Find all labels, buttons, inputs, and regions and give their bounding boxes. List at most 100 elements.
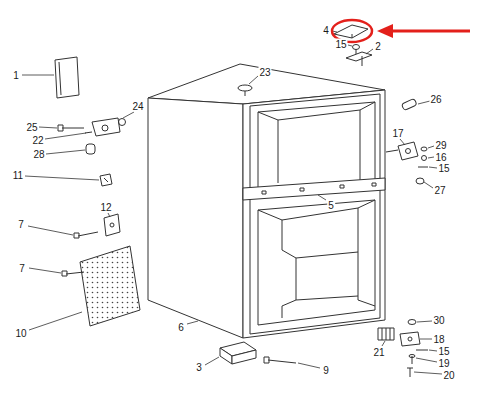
leader-line (366, 49, 373, 54)
leader-line (123, 112, 134, 118)
bracket (104, 214, 120, 236)
cylinder-plug (86, 144, 95, 154)
freezer-opening (258, 102, 375, 188)
leader-line (29, 312, 82, 330)
leader-line (416, 358, 437, 362)
top-hinge (346, 52, 372, 61)
callout-number: 18 (432, 334, 445, 345)
toe-grille-clip (390, 328, 391, 340)
bracket (104, 214, 120, 236)
leader-line (46, 150, 85, 154)
screw (418, 167, 428, 168)
cabinet-illustration (55, 25, 428, 377)
leader-line (428, 157, 434, 158)
screw (74, 233, 79, 238)
leader-line (382, 341, 385, 346)
screw (410, 368, 411, 377)
fresh-food-opening (296, 252, 358, 258)
spacer (416, 178, 424, 184)
bottom-hinge (408, 337, 412, 341)
divider-bar (262, 191, 266, 194)
center-hinge (386, 142, 418, 160)
screw (78, 232, 98, 236)
callout-number: 12 (99, 202, 112, 213)
callout-number: 15 (437, 163, 450, 174)
door-stop (401, 98, 417, 110)
callout-number: 1 (12, 70, 20, 81)
callout-number: 29 (434, 140, 447, 151)
leader-line (414, 372, 442, 374)
callout-number: 7 (18, 263, 26, 274)
screw (416, 350, 428, 351)
top-plug (238, 85, 252, 96)
callout-number: 25 (25, 122, 38, 133)
fresh-food-opening (282, 208, 358, 220)
screw (418, 167, 428, 168)
screw (268, 360, 296, 363)
fresh-food-opening (258, 200, 375, 325)
washer (421, 147, 427, 151)
callout-number: 10 (14, 328, 27, 339)
leader-line (318, 195, 326, 200)
screw (264, 357, 296, 363)
cabinet (148, 98, 243, 338)
leader-line (22, 75, 54, 76)
hinge-pin (409, 355, 415, 365)
bottom-hinge (400, 332, 420, 346)
bottom-hinge (400, 332, 420, 346)
hinge-bracket (92, 118, 126, 136)
screw (58, 125, 84, 131)
leader-line (428, 146, 434, 148)
callout-number: 7 (17, 219, 25, 230)
screw (416, 350, 428, 351)
callout-number: 20 (442, 370, 455, 381)
hinge-bracket (119, 119, 126, 126)
freezer-opening (360, 102, 375, 181)
callout-number: 6 (177, 322, 185, 333)
leveling-block (220, 348, 232, 364)
callout-number: 9 (322, 365, 330, 376)
hinge-screw (353, 45, 360, 55)
callout-number: 26 (429, 94, 442, 105)
top-hinge (346, 52, 372, 66)
bushing (422, 156, 427, 161)
rear-access-plate (80, 246, 140, 326)
divider-bar (243, 178, 385, 200)
divider-bar (372, 183, 376, 186)
leader-line (249, 76, 258, 84)
divider-bar (243, 178, 385, 200)
clip (100, 174, 112, 186)
callout-number: 21 (372, 347, 385, 358)
hinge-screw (353, 45, 360, 50)
rear-access-plate (80, 246, 140, 326)
leader-line (298, 363, 320, 368)
screw (264, 357, 269, 363)
center-hinge (406, 149, 411, 154)
freezer-opening (278, 110, 360, 120)
leader-line (28, 226, 73, 235)
callout-number: 24 (131, 101, 144, 112)
door-stop (401, 98, 417, 110)
washer (408, 320, 416, 325)
fresh-food-opening (296, 296, 358, 300)
cylinder-plug (86, 144, 95, 154)
manual-booklet (55, 57, 79, 98)
top-hinge (362, 56, 363, 66)
cabinet (148, 64, 385, 338)
callout-number: 23 (258, 67, 271, 78)
callout-number: 16 (434, 152, 447, 163)
clip (100, 174, 112, 186)
leader-line (108, 213, 110, 217)
bushing (422, 156, 427, 161)
callout-number: 11 (12, 170, 24, 181)
callout-number: 4 (322, 25, 330, 36)
screw (62, 271, 67, 276)
bracket (110, 223, 114, 227)
leader-line (420, 339, 432, 340)
callout-number: 5 (327, 200, 335, 211)
screw (407, 368, 413, 369)
top-hinge-cover (334, 25, 368, 38)
leader-line (429, 350, 437, 351)
